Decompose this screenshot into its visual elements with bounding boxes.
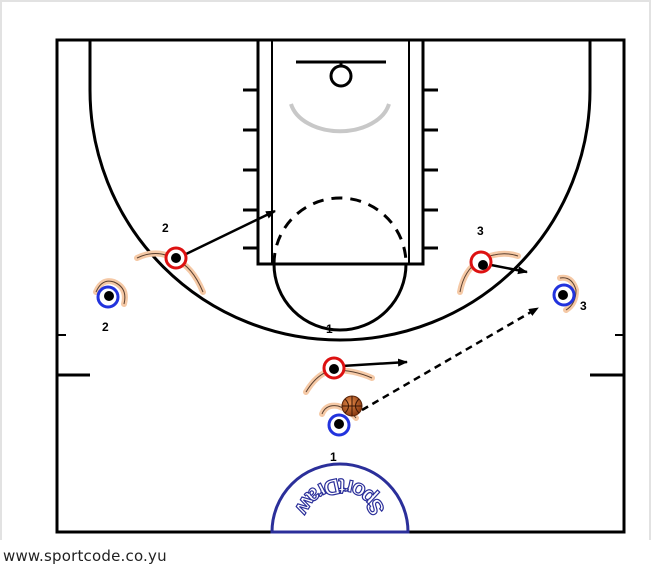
footer-url: www.sportcode.co.yu: [3, 547, 167, 565]
defender-3-label: 3: [477, 224, 484, 238]
offense-1-head: [334, 419, 344, 429]
basketball-icon: [341, 395, 363, 417]
offense-player-2: 2: [93, 278, 128, 334]
center-circle: [270, 462, 410, 534]
offense-2-label: 2: [102, 320, 109, 334]
offense-players: 2 1 3: [93, 274, 587, 464]
defense-player-1: 1: [303, 322, 375, 395]
free-throw-circle-lower: [272, 263, 408, 332]
offense-player-1: 1: [319, 395, 363, 464]
offense-3-label: 3: [580, 299, 587, 313]
defender-2-label: 2: [162, 221, 169, 235]
defender-2-move-arrow: [183, 209, 276, 257]
offense-2-head: [104, 291, 114, 301]
offense-1-label: 1: [330, 450, 337, 464]
basketball-court: SportDraw 2: [55, 38, 626, 534]
defender-3-head: [478, 260, 488, 270]
defense-player-3: 3: [457, 224, 521, 295]
defense-players: 2 1 3: [134, 221, 521, 395]
restricted-area-arc: [289, 103, 391, 134]
three-point-line: [88, 40, 592, 342]
defender-1-move-arrow: [341, 358, 408, 368]
defender-1-label: 1: [326, 322, 333, 336]
pass-arrow-1-to-3: [361, 306, 539, 412]
frame-right-border: [649, 0, 651, 540]
offense-player-3: 3: [552, 274, 587, 313]
defender-2-head: [171, 253, 181, 263]
offense-3-head: [558, 290, 568, 300]
free-throw-lane-inner: [271, 39, 410, 265]
frame-left-border: [0, 0, 2, 540]
free-throw-circle-upper: [272, 196, 408, 265]
court-boundary: [55, 38, 626, 534]
frame-top-border: [0, 0, 651, 2]
defender-1-head: [329, 364, 339, 374]
lane-hash-marks: [243, 88, 438, 250]
rim: [329, 64, 353, 88]
play-actions: [183, 209, 539, 412]
defense-player-2: 2: [134, 221, 206, 295]
court-lines: [55, 38, 626, 534]
defender-3-move-arrow: [485, 262, 528, 275]
